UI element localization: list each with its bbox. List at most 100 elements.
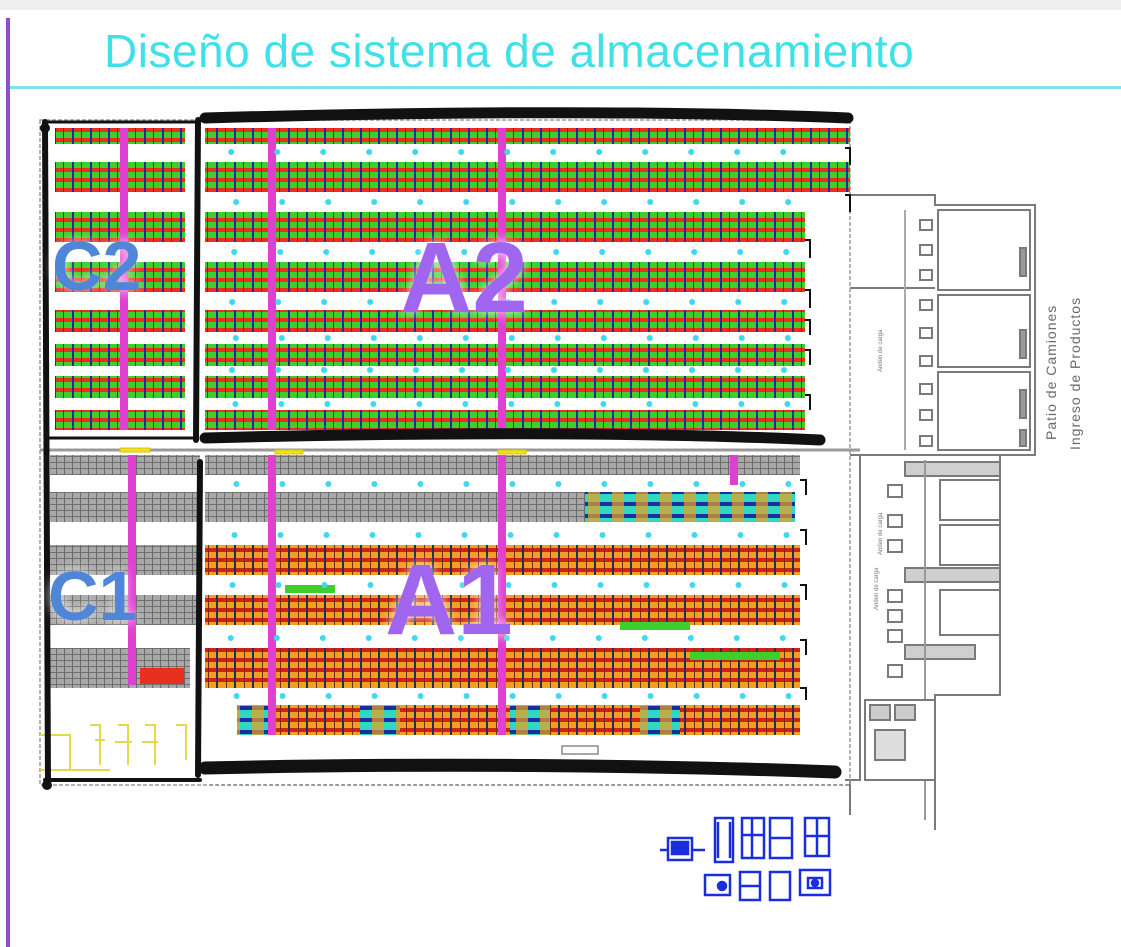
pillar-dot (233, 693, 240, 699)
pillar-dot (646, 401, 653, 407)
pillar-dot (784, 401, 791, 407)
pillar-dot (233, 199, 240, 205)
pillar-dot (275, 367, 281, 373)
dock-label-upper: Anden de carga (878, 329, 884, 372)
pillar-dot (320, 149, 327, 155)
pillar-dot (227, 635, 234, 641)
pillar-dot (689, 299, 696, 305)
title-underline (10, 86, 1121, 89)
pillar-dot (738, 401, 745, 407)
pillar-dot (785, 693, 792, 699)
pillar-dot (411, 635, 418, 641)
pillar-dot (415, 249, 422, 255)
pillar-dot (692, 401, 699, 407)
top-strip (0, 0, 1121, 10)
pillar-dot (733, 635, 740, 641)
pillar-dot (687, 635, 694, 641)
pillar-dot (783, 249, 790, 255)
rack-row-c1 (50, 595, 200, 625)
pillar-dot (781, 367, 787, 373)
rack-row-a1 (205, 492, 585, 522)
pillar-dot (278, 401, 285, 407)
pillar-dot (459, 299, 466, 305)
pillar-dot (459, 367, 465, 373)
pillar-dot (597, 582, 604, 588)
dock-doors (800, 147, 851, 700)
pillar-dot (413, 582, 420, 588)
pillar-dot (321, 582, 328, 588)
rack-row-c1 (50, 492, 200, 522)
pillar-dot (693, 199, 700, 205)
pillar-dot (417, 481, 424, 487)
zone-boundaries (42, 107, 854, 788)
pillar-dot (739, 481, 746, 487)
bottom-door (561, 745, 599, 755)
pillar-dot (369, 249, 376, 255)
pillar-dot (647, 693, 654, 699)
pillar-dot (461, 532, 468, 538)
pillar-dot (275, 299, 282, 305)
yellow-accents (119, 447, 527, 455)
pillar-dot (462, 335, 469, 341)
dock-label-lower-2: Anden de carga (874, 567, 880, 610)
pillar-dot (461, 249, 468, 255)
pillar-dot (551, 299, 558, 305)
pillar-dot (555, 481, 562, 487)
pillar-dot (415, 532, 422, 538)
pillar-dot (737, 249, 744, 255)
receiving-yard (845, 454, 1001, 830)
pillar-dot (595, 635, 602, 641)
equipment-drawings (660, 816, 832, 902)
pillar-dot (325, 693, 332, 699)
pillar-dot (553, 532, 560, 538)
pillar-dot (323, 532, 330, 538)
pillar-dot (370, 401, 377, 407)
pillar-dot (459, 582, 466, 588)
pillar-dot (691, 249, 698, 255)
pillar-dot (739, 693, 746, 699)
pillar-dot (600, 335, 607, 341)
pillar-dot (279, 481, 286, 487)
pillar-dot (737, 532, 744, 538)
pillar-dot (367, 367, 373, 373)
pillar-dot (275, 582, 282, 588)
pillar-dot (457, 635, 464, 641)
pillar-dot (601, 481, 608, 487)
pillar-dot (231, 532, 238, 538)
pillar-dot (505, 367, 511, 373)
pillar-dot (277, 249, 284, 255)
pillar-dot (509, 481, 516, 487)
pillar-dot (784, 335, 791, 341)
pillar-dot (367, 582, 374, 588)
corner-marker (42, 780, 52, 790)
yard-label-trucks: Patio de Camiones (1043, 305, 1059, 440)
pillar-dot (693, 481, 700, 487)
pillar-dot (693, 693, 700, 699)
pillar-dot (231, 249, 238, 255)
rack-row-a1 (585, 492, 795, 522)
pillar-dot (785, 481, 792, 487)
utility-area (40, 724, 187, 771)
pillar-dot (554, 401, 561, 407)
pillar-dot (647, 481, 654, 487)
pillar-dot (735, 367, 741, 373)
pillar-dot (551, 367, 557, 373)
pillar-dot (600, 401, 607, 407)
pillar-dot (505, 582, 512, 588)
pillar-dot (366, 149, 373, 155)
pillar-dot (463, 693, 470, 699)
pillar-dot (371, 199, 378, 205)
pillar-dot (599, 249, 606, 255)
pillar-dot (691, 532, 698, 538)
pillar-dot (597, 299, 604, 305)
pillar-dot (599, 532, 606, 538)
zone-label-c1: C1 (48, 557, 137, 635)
rack-row-a2 (205, 128, 850, 144)
pillar-dot (278, 335, 285, 341)
pillar-dot (229, 367, 235, 373)
pillar-dot (509, 693, 516, 699)
pillar-dot (785, 199, 792, 205)
slide-title: Diseño de sistema de almacenamiento (104, 25, 915, 77)
pillar-dot (643, 582, 650, 588)
